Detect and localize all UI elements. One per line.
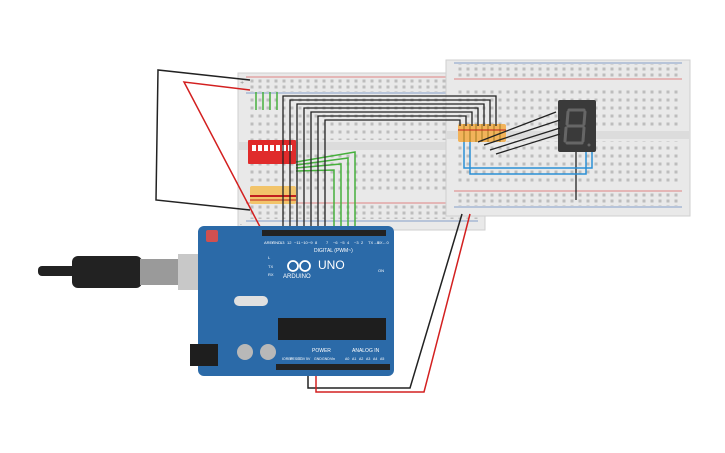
pin-0: RX←0 (377, 240, 390, 245)
pin-11: ~11 (294, 240, 301, 245)
pin-a0: A0 (345, 357, 349, 361)
pin-3v3: 3.3V (298, 357, 306, 361)
led-label-tx: TX (268, 264, 273, 269)
resistor-array-right[interactable] (458, 124, 506, 142)
pin-reset: RESET (290, 357, 303, 361)
pin-ioref: IOREF (282, 357, 293, 361)
resistor-array-left[interactable] (250, 186, 296, 204)
wire-power-lines[interactable] (307, 213, 471, 393)
led-label-rx: RX (268, 272, 274, 277)
pin-aref: AREF (264, 240, 275, 245)
pin-9: ~9 (308, 240, 313, 245)
wire-green-group[interactable] (255, 92, 356, 230)
power-label: POWER (312, 348, 331, 354)
led-label-l: L (268, 255, 271, 260)
pin-gnd-1: GND (314, 357, 322, 361)
pin-gnd: GND (272, 240, 281, 245)
pin-a1: A1 (352, 357, 356, 361)
wire-black-loop[interactable] (155, 69, 251, 211)
pin-5v: 5V (306, 357, 311, 361)
pin-5: ~5 (340, 240, 345, 245)
breadboard-left: + - (237, 72, 486, 231)
analog-label: ANALOG IN (352, 348, 380, 354)
pin-1: TX→1 (368, 240, 380, 245)
arduino-brand-label: ARDUINO (283, 274, 311, 280)
pin-a5: A5 (380, 357, 384, 361)
dip-switch[interactable] (248, 140, 296, 164)
rail-minus-label: - (240, 222, 242, 228)
power-pin-labels: IOREF RESET 3.3V 5V GND GND Vin A0 A1 A2… (282, 357, 384, 361)
wire-black-group[interactable] (282, 95, 577, 230)
wire-red-loop[interactable] (182, 81, 269, 243)
pin-vin: Vin (330, 357, 335, 361)
digital-pin-labels: AREF GND 13 12 ~11 ~10 ~9 8 7 ~6 ~5 4 ~3… (264, 240, 390, 245)
pin-7: 7 (326, 240, 329, 245)
pin-12: 12 (287, 240, 292, 245)
pin-gnd-2: GND (322, 357, 330, 361)
pin-6: ~6 (333, 240, 338, 245)
pin-10: ~10 (301, 240, 309, 245)
digital-header-label: DIGITAL (PWM~) (314, 248, 353, 254)
arduino-model-label: UNO (318, 258, 345, 272)
rail-plus-label: + (240, 80, 244, 86)
pin-13: 13 (280, 240, 285, 245)
pin-2: 2 (361, 240, 364, 245)
wire-blue-group[interactable] (463, 142, 593, 175)
pin-a4: A4 (373, 357, 377, 361)
on-label: ON (378, 268, 384, 273)
pin-a2: A2 (359, 357, 363, 361)
usb-cable (38, 254, 214, 290)
seven-segment-display[interactable] (558, 100, 596, 152)
pin-3: ~3 (354, 240, 359, 245)
arduino-uno-board[interactable]: ARDUINO UNO DIGITAL (PWM~) POWER ANALOG … (190, 226, 394, 376)
pin-8: 8 (315, 240, 318, 245)
pin-4: 4 (347, 240, 350, 245)
pin-a3: A3 (366, 357, 370, 361)
